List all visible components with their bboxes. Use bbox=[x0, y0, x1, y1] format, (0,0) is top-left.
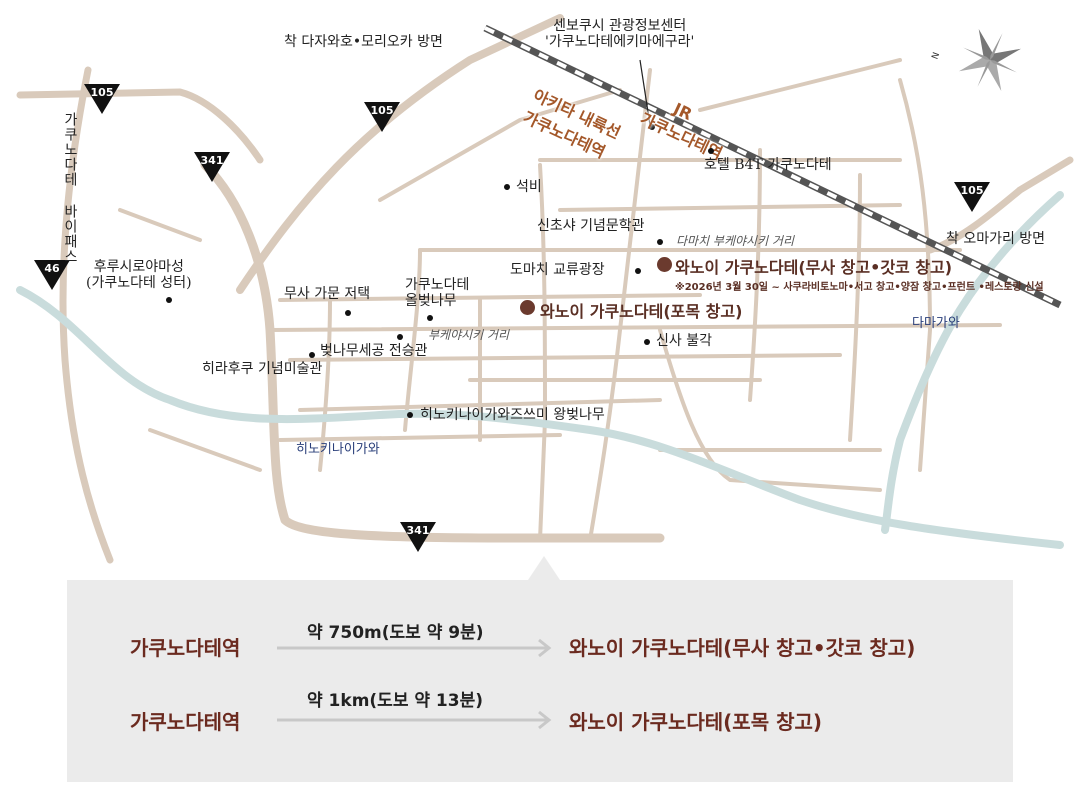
street-bukeyashiki: 부케야시키 거리 bbox=[428, 328, 510, 342]
route-105-marker-north: 105 bbox=[362, 100, 402, 134]
place-domachi-dot bbox=[635, 268, 641, 274]
road-105-north bbox=[236, 14, 564, 294]
place-castle: 후루시로야마성 (가쿠노다테 성터) bbox=[86, 259, 192, 292]
place-hirafuku: 히라후쿠 기념미술관 bbox=[202, 361, 323, 377]
road-105-west bbox=[16, 88, 264, 164]
place-kakunodate-tree-dot bbox=[427, 315, 433, 321]
direction-dazawako: 착 다자와호•모리오카 방면 bbox=[284, 34, 443, 50]
place-shinchosha: 신초샤 기념문학관 bbox=[537, 218, 645, 234]
place-bushi: 무사 가문 저택 bbox=[284, 286, 371, 302]
place-domachi: 도마치 교류광장 bbox=[510, 262, 605, 278]
place-kakunodate-tree: 가쿠노다테 올벚나무 bbox=[405, 277, 470, 310]
bypass-label: 가쿠노다테 바이패스 bbox=[62, 112, 78, 264]
shop-musa-note: ※2026년 3월 30일 ~ 사쿠라비토노마•서고 창고•양잠 창고•프런트 … bbox=[675, 282, 1044, 293]
shop-pomok-label: 와노이 가쿠노다테(포목 창고) bbox=[540, 302, 743, 321]
route-341-marker-north: 341 bbox=[192, 150, 232, 184]
road-341 bbox=[200, 160, 665, 543]
place-shinsa-dot bbox=[644, 339, 650, 345]
tourist-center-label: 센보쿠시 관광정보센터 '가쿠노다테에키마에구라' bbox=[545, 18, 695, 51]
place-hotel-dot bbox=[708, 148, 714, 154]
compass-rose-icon: N bbox=[931, 25, 1025, 95]
route-105-marker-west: 105 bbox=[82, 82, 122, 116]
place-bushi-dot bbox=[345, 310, 351, 316]
river-hinokinai-label: 히노키나이가와 bbox=[296, 442, 380, 457]
street-tamachi: 다마치 부케야시키 거리 bbox=[676, 234, 795, 248]
access-to: 와노이 가쿠노다테(포목 창고) bbox=[569, 710, 823, 734]
river-tamagawa bbox=[881, 191, 1064, 534]
place-shinchosha-dot bbox=[657, 239, 663, 245]
arrow-right-icon bbox=[277, 638, 552, 658]
route-46-marker: 46 bbox=[32, 258, 72, 292]
tourist-center-dot bbox=[649, 124, 655, 130]
place-hotel: 호텔 B4T 가쿠노다테 bbox=[704, 157, 832, 173]
access-distance: 약 750m(도보 약 9분) bbox=[307, 623, 484, 643]
road-46-bypass bbox=[59, 66, 114, 564]
access-from: 가쿠노다테역 bbox=[130, 636, 241, 660]
place-castle-dot bbox=[166, 297, 172, 303]
place-kabazaiku-dot2 bbox=[309, 352, 315, 358]
place-cherry-trees-dot bbox=[407, 412, 413, 418]
access-to: 와노이 가쿠노다테(무사 창고•갓코 창고) bbox=[569, 636, 916, 660]
arrow-right-icon bbox=[277, 710, 552, 730]
railway bbox=[483, 24, 1062, 309]
access-panel: 가쿠노다테역 약 750m(도보 약 9분) 와노이 가쿠노다테(무사 창고•갓… bbox=[67, 580, 1013, 782]
shop-musa-marker bbox=[657, 257, 672, 272]
map-roads-layer bbox=[16, 14, 1074, 564]
river-tamagawa-label: 다마가와 bbox=[912, 316, 960, 331]
shop-pomok-marker bbox=[520, 300, 535, 315]
place-cherry-trees: 히노키나이가와즈쓰미 왕벚나무 bbox=[420, 407, 605, 423]
place-kabazaiku: 벚나무세공 전승관 bbox=[320, 343, 428, 359]
access-distance: 약 1km(도보 약 13분) bbox=[307, 691, 483, 711]
river-hinokinai bbox=[16, 286, 1064, 549]
route-341-marker-south: 341 bbox=[398, 520, 438, 554]
place-sekibi-dot bbox=[504, 184, 510, 190]
area-map: N 105 105 341 46 105 341 착 다자와호•모리오카 방면 … bbox=[16, 14, 1074, 564]
panel-pointer bbox=[528, 556, 560, 580]
place-sekibi: 석비 bbox=[516, 179, 542, 195]
place-kabazaiku-dot bbox=[397, 334, 403, 340]
route-105-marker-east: 105 bbox=[952, 180, 992, 214]
shop-musa-label: 와노이 가쿠노다테(무사 창고•갓코 창고) bbox=[675, 258, 953, 277]
direction-omagari: 착 오마가리 방면 bbox=[946, 231, 1046, 247]
access-from: 가쿠노다테역 bbox=[130, 710, 241, 734]
place-shinsa: 신사 불각 bbox=[656, 333, 712, 349]
